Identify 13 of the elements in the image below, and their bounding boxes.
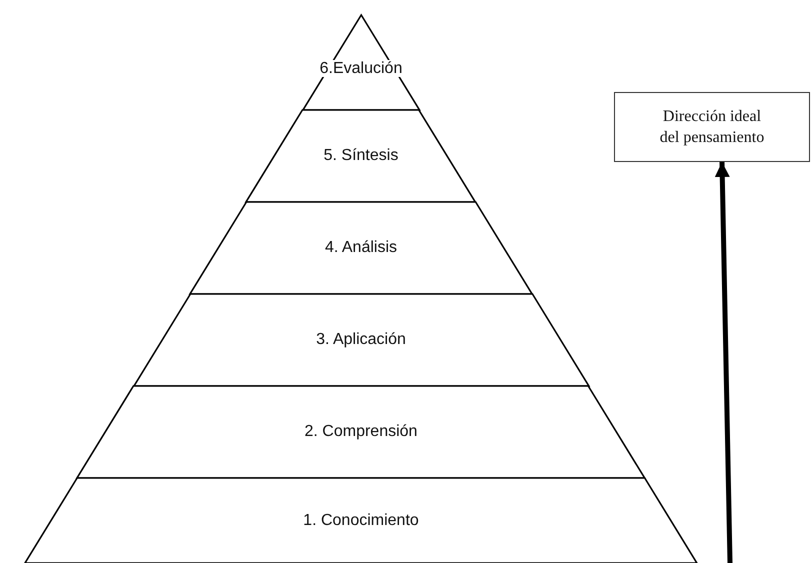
pyramid-level — [302, 15, 420, 110]
pyramid-level — [25, 478, 697, 563]
level-label: 6.Evalución — [318, 60, 404, 76]
level-label: 2. Comprensión — [302, 423, 420, 440]
text-box — [614, 92, 810, 162]
pyramid-level — [77, 386, 645, 478]
arrow — [714, 162, 732, 563]
level-label: 1. Conocimiento — [301, 512, 421, 528]
pyramid-level — [190, 202, 532, 294]
pyramid-level — [246, 110, 476, 202]
box-text: Dirección ideal del pensamiento — [658, 107, 766, 148]
pyramid-level — [134, 294, 588, 386]
level-label: 3. Aplicación — [314, 331, 408, 348]
